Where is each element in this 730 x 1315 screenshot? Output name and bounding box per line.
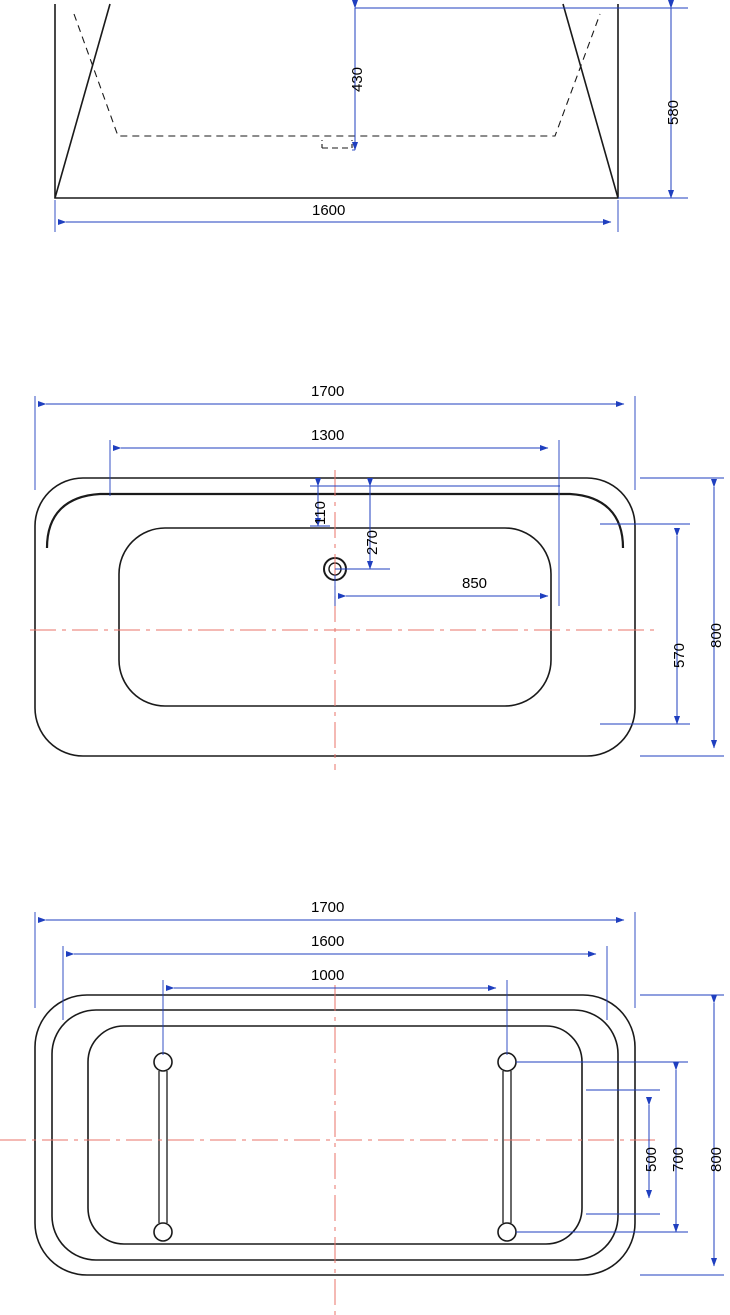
tub-inner-basin-hidden (73, 13, 601, 137)
dim-label-570: 570 (671, 642, 688, 668)
tub-outer-profile (54, 4, 619, 199)
dim-label-800-bottom: 800 (708, 1146, 725, 1172)
view-top-plan (30, 396, 724, 770)
dim-label-500: 500 (643, 1146, 660, 1172)
foot-rail-left-top-circle (153, 1052, 173, 1072)
dim-label-1600-front: 1600 (312, 202, 346, 219)
dim-label-1300: 1300 (311, 427, 345, 444)
dim-label-1700-bottom: 1700 (311, 899, 345, 916)
foot-rail-right-bottom-circle (497, 1222, 517, 1242)
foot-rail-right-top-circle (497, 1052, 517, 1072)
dim-label-270: 270 (364, 529, 381, 555)
foot-rail-left-bottom-circle (153, 1222, 173, 1242)
dim-label-580: 580 (665, 99, 682, 125)
dim-label-1700-top: 1700 (311, 383, 345, 400)
tub-right-slope (562, 3, 619, 199)
view-bottom-plan (0, 912, 724, 1315)
dim-label-430: 430 (349, 66, 366, 92)
dim-label-1600-bottom: 1600 (311, 933, 345, 950)
tub-left-slope (54, 3, 111, 199)
dim-label-700: 700 (670, 1146, 687, 1172)
dim-label-850: 850 (462, 575, 488, 592)
dim-label-800-top: 800 (708, 622, 725, 648)
view-front-elevation (54, 0, 688, 232)
dim-label-1000: 1000 (311, 967, 345, 984)
dim-label-110: 110 (312, 501, 329, 525)
